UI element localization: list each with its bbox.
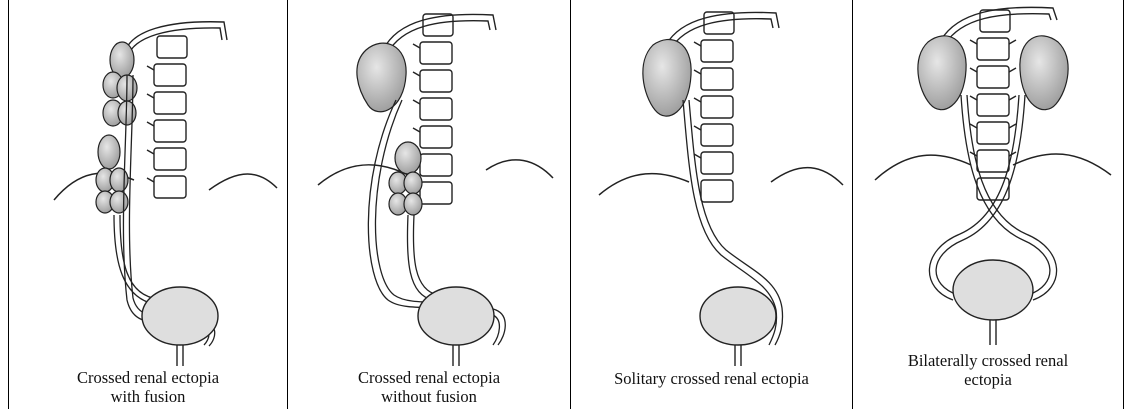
diagram-bilaterally-crossed [853,0,1123,409]
spine [970,10,1016,200]
caption-line-1: Solitary crossed renal ectopia [571,369,852,388]
bladder [142,287,218,345]
caption-line-2: without fusion [288,387,570,406]
bladder [418,287,494,345]
caption-line-1: Crossed renal ectopia [9,368,287,387]
urethra [177,345,183,366]
caption-line-2: with fusion [9,387,287,406]
panel-bilaterally-crossed: Bilaterally crossed renal ectopia [853,0,1123,409]
diagram-crossed-with-fusion [9,0,288,409]
bladder [700,287,776,345]
spine [147,36,187,198]
urethra [735,345,741,366]
caption-solitary-crossed: Solitary crossed renal ectopia [571,369,852,388]
urethra [453,345,459,366]
kidneys [357,43,422,215]
caption-bilaterally-crossed: Bilaterally crossed renal ectopia [853,351,1123,389]
panel-crossed-with-fusion: Crossed renal ectopia with fusion [9,0,288,409]
caption-line-2: ectopia [853,370,1123,389]
caption-line-1: Crossed renal ectopia [288,368,570,387]
spine [694,12,734,202]
caption-crossed-without-fusion: Crossed renal ectopia without fusion [288,368,570,406]
figure-renal-ectopia: Crossed renal ectopia with fusion [8,0,1124,409]
kidneys [96,42,137,213]
urethra [990,320,996,345]
caption-line-1: Bilaterally crossed renal [853,351,1123,370]
diagram-solitary-crossed [571,0,853,409]
panel-solitary-crossed: Solitary crossed renal ectopia [571,0,853,409]
bladder [953,260,1033,320]
panel-crossed-without-fusion: Crossed renal ectopia without fusion [288,0,571,409]
abdomen-contour-right [209,174,277,190]
caption-crossed-with-fusion: Crossed renal ectopia with fusion [9,368,287,406]
diagram-crossed-without-fusion [288,0,571,409]
